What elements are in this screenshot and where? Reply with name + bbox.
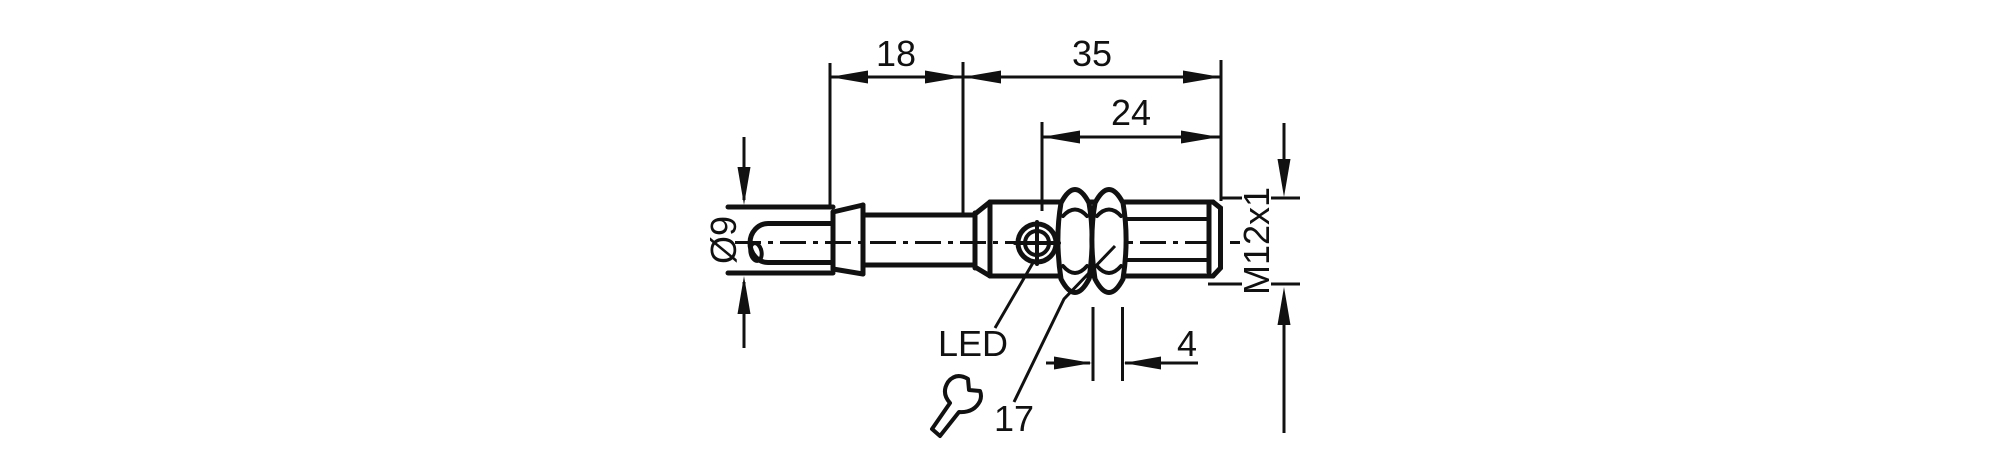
wrench-size-leader-line <box>1012 244 1117 403</box>
thread-spec-label: M12x1 <box>1236 187 1277 295</box>
led-leader-line <box>993 260 1036 329</box>
dimension-24 <box>1040 122 1221 211</box>
sensing-face <box>1210 199 1223 279</box>
dimension-cable-diameter <box>737 137 751 348</box>
hex-nuts <box>1055 187 1129 295</box>
led-indicator <box>1013 220 1061 266</box>
dimension-thread <box>1208 123 1300 433</box>
leader-lines <box>993 244 1117 403</box>
dimension-18 <box>828 62 965 214</box>
strain-relief-and-shaft <box>830 199 993 279</box>
cable-outline <box>725 204 836 276</box>
nut-width-4-label: 4 <box>1177 323 1197 364</box>
dimension-24-label: 24 <box>1111 92 1151 133</box>
dimension-35-label: 35 <box>1072 33 1112 74</box>
dimension-35 <box>963 60 1223 201</box>
wrench-icon <box>930 374 983 438</box>
cable-diameter-label: Ø9 <box>703 216 744 264</box>
cable-break-curl <box>748 241 764 263</box>
wrench-size-17-label: 17 <box>994 398 1034 439</box>
dimension-18-label: 18 <box>876 33 916 74</box>
dimension-nut-width <box>1046 307 1198 381</box>
led-label: LED <box>938 323 1008 364</box>
hex-nut-right <box>1089 187 1129 295</box>
